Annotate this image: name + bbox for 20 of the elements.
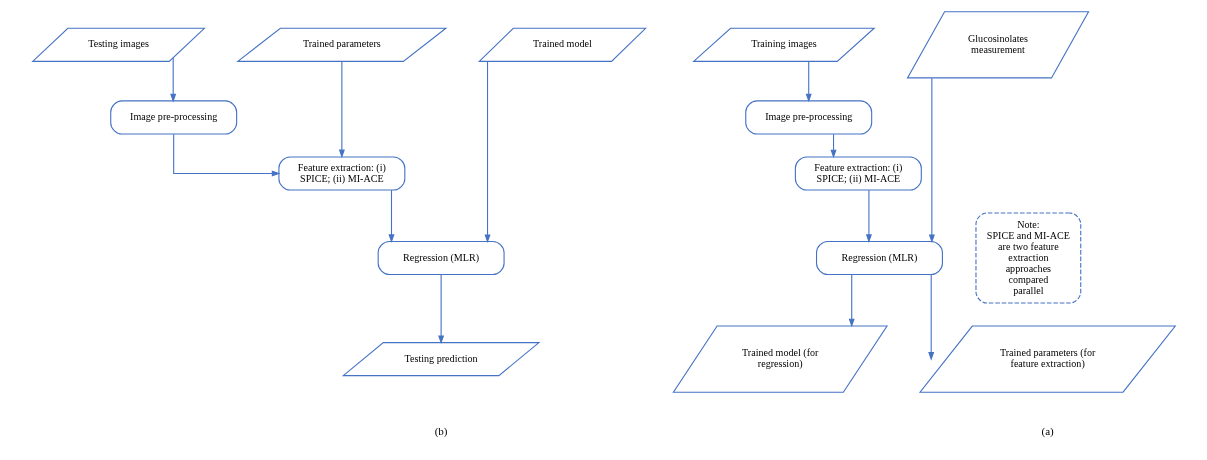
label: (b) [434, 424, 448, 437]
arrow [927, 274, 934, 361]
arrow [387, 189, 394, 244]
arrow [437, 274, 444, 345]
node-box: Regression (MLR) [377, 240, 505, 276]
node-box: Regression (MLR) [815, 240, 943, 276]
arrow [172, 133, 280, 177]
node-box: Image pre-processing [744, 100, 872, 135]
arrow [805, 61, 812, 103]
node-box: Feature extraction: (i) SPICE; (ii) MI-ACE [277, 156, 405, 191]
label: (a) [1041, 424, 1054, 437]
arrow [338, 60, 345, 159]
node-box: Note: SPICE and MI-ACE are two feature extraction approaches compared parallel [974, 212, 1081, 304]
node-box: Image pre-processing [109, 100, 237, 135]
arrow [169, 57, 176, 103]
arrow [865, 189, 872, 244]
arrow [484, 61, 491, 244]
node-box: Feature extraction: (i) SPICE; (ii) MI-ACE [794, 156, 922, 191]
arrow [848, 274, 855, 328]
arrow [928, 77, 935, 244]
